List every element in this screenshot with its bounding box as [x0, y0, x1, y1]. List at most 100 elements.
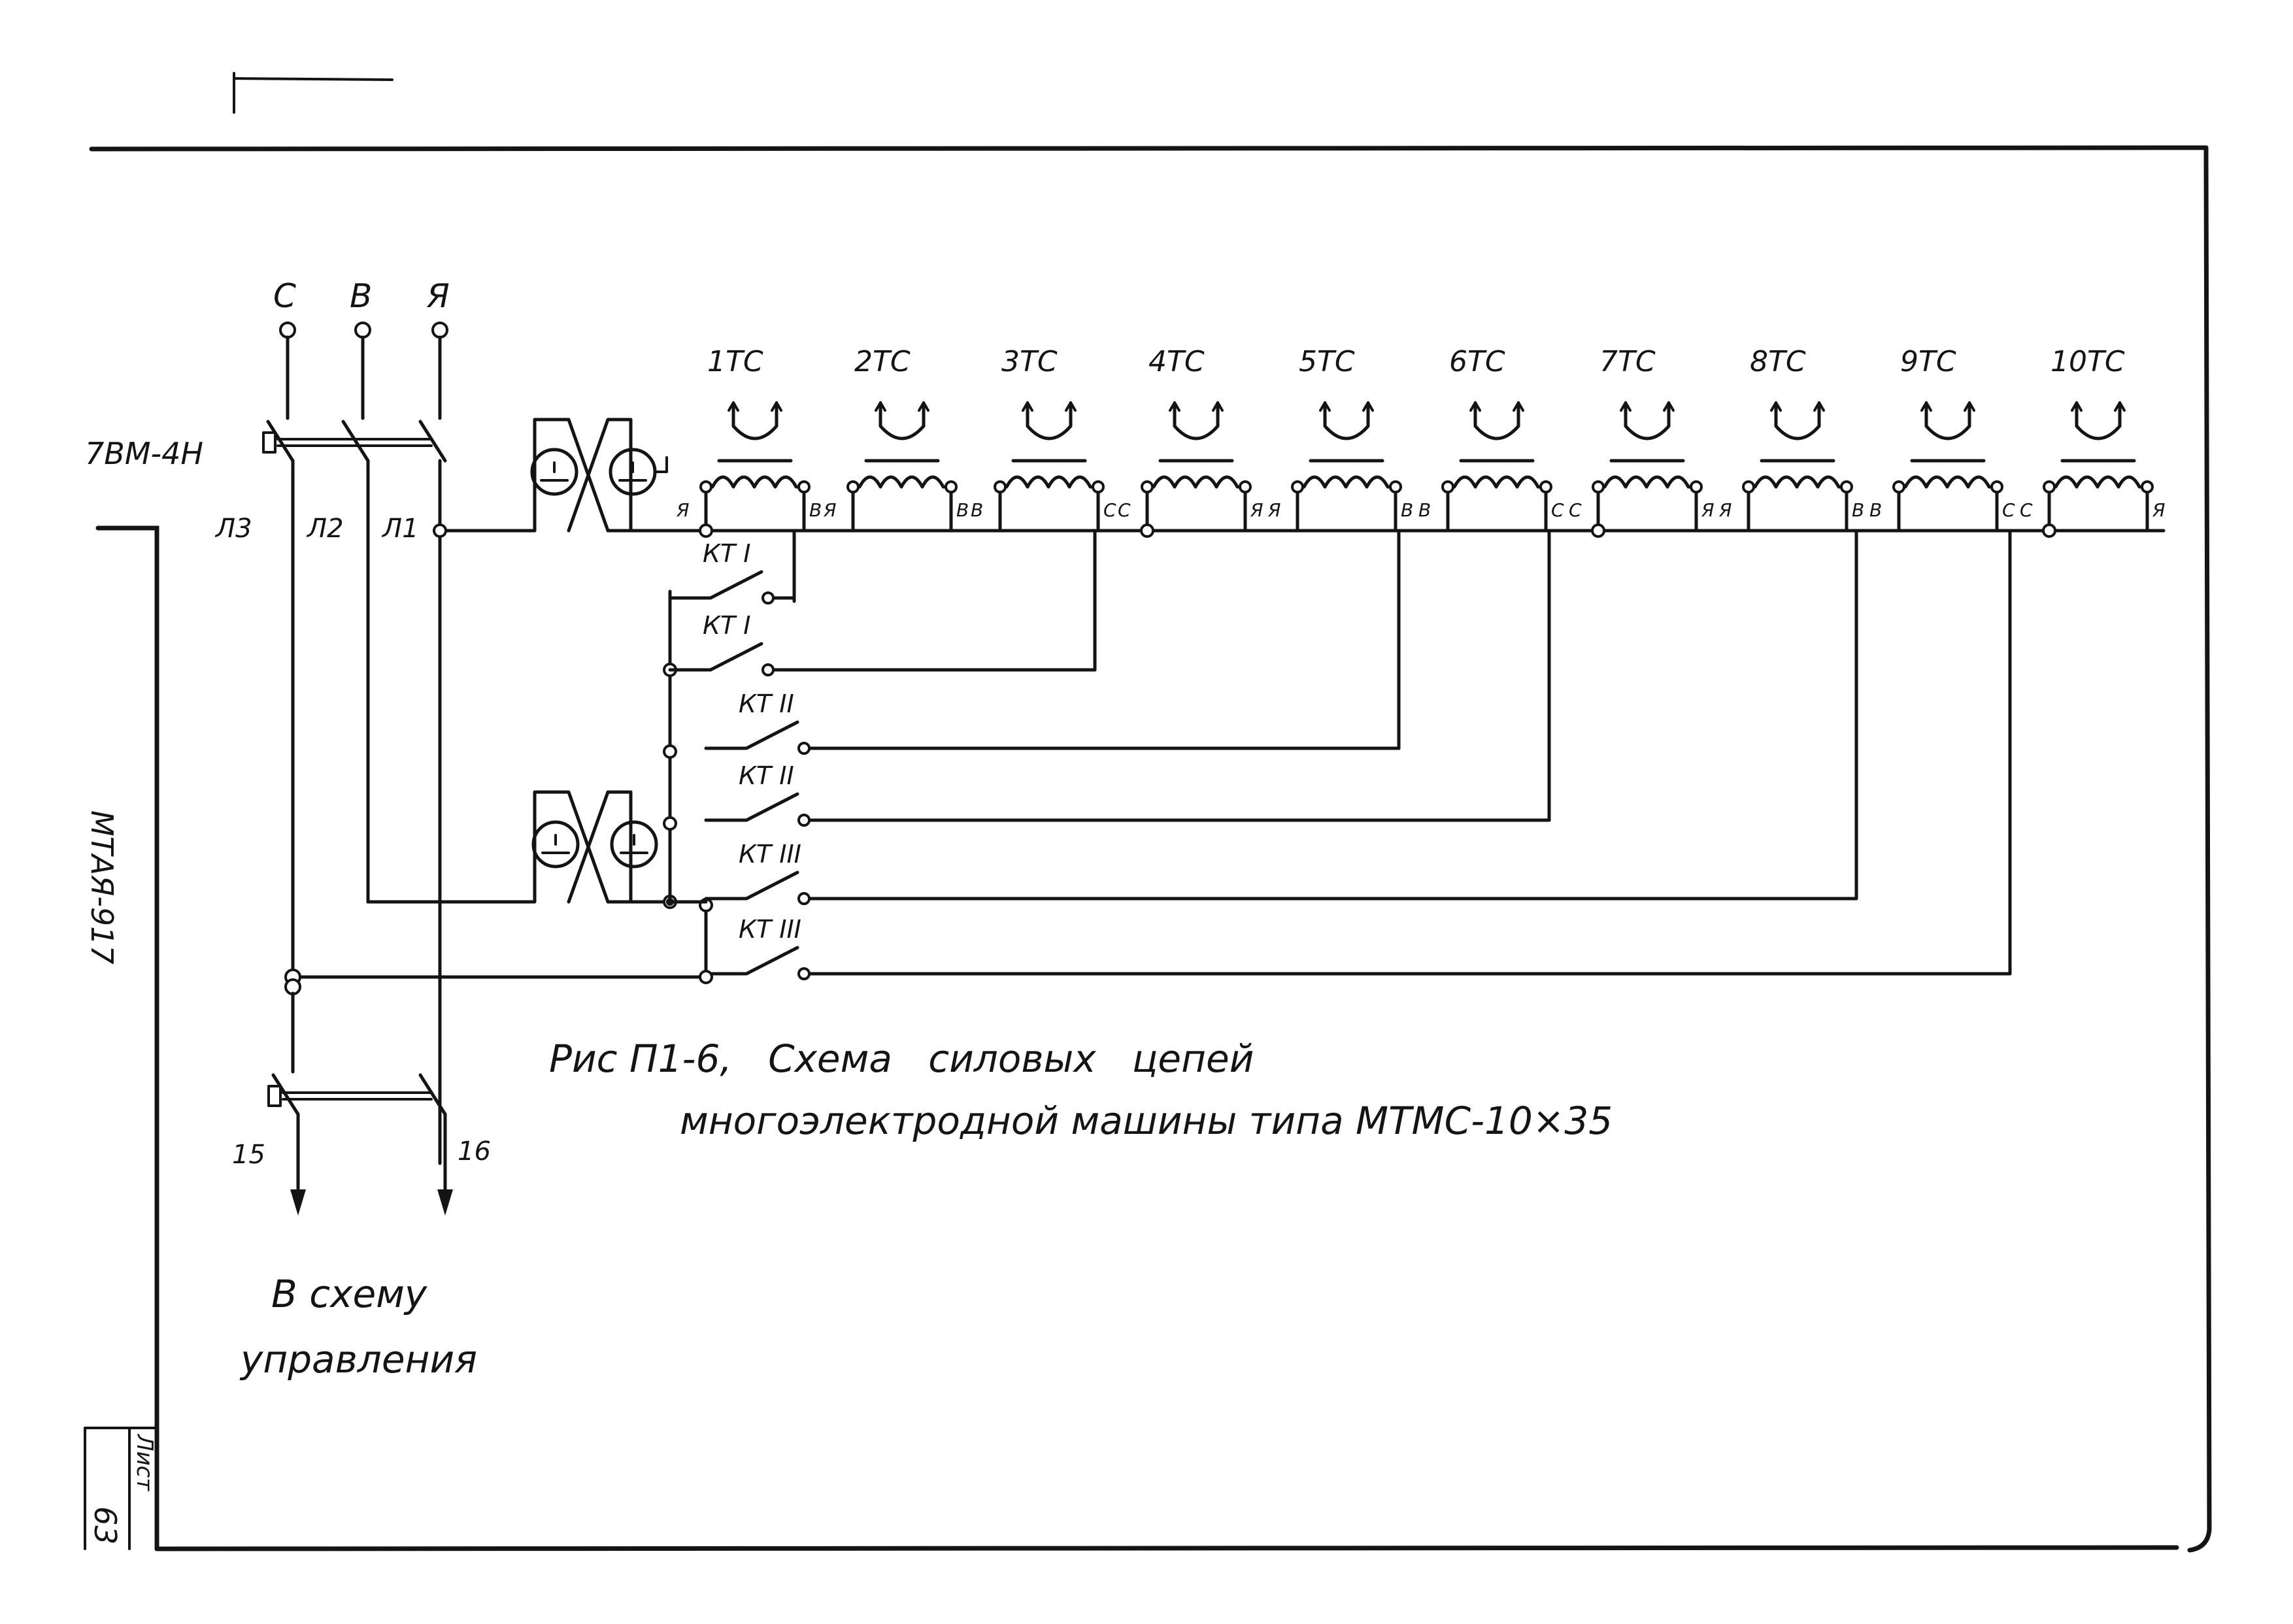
winding-icon	[704, 475, 806, 533]
terminal-label: В	[1852, 499, 1864, 521]
electrode-icon	[2075, 402, 2122, 440]
terminal-label: В	[809, 499, 822, 521]
transformer-label: 5ТС	[1299, 345, 1355, 378]
winding-icon	[998, 475, 1100, 533]
terminal-label: С	[2020, 499, 2033, 521]
terminal-label: С	[1551, 499, 1564, 521]
terminal-label: В	[956, 499, 969, 521]
contactor-3: КТ II	[704, 529, 1401, 755]
terminal-label: В	[1401, 499, 1413, 521]
title-block: МТАЯ-917 Лист 63	[84, 810, 158, 1545]
winding-icon	[851, 475, 953, 533]
winding-icon	[1145, 475, 1247, 533]
breaker-label: 7ВМ-4Н	[85, 436, 203, 471]
phase-terminals: С В Я	[273, 277, 450, 339]
winding-icon	[1296, 475, 1398, 533]
main-breaker: 7ВМ-4Н Л3 Л2 Л1	[85, 335, 447, 1165]
winding-icon	[1596, 475, 1698, 533]
ignitron-pair-upper	[530, 418, 668, 533]
output-label: 15	[232, 1140, 265, 1170]
output-label: 16	[458, 1136, 491, 1167]
line-label: Л2	[306, 514, 344, 544]
line-label: Л1	[381, 514, 419, 544]
contactor-1: КТ I	[668, 529, 796, 605]
transformer-8: 8ТС Я В	[1718, 345, 1864, 533]
winding-icon	[1897, 475, 1999, 533]
bottom-note-line-1: В схему	[271, 1272, 427, 1316]
sheet-label: Лист	[131, 1433, 158, 1491]
phase-label: С	[273, 277, 296, 315]
phase-label: В	[350, 277, 372, 315]
line-label: Л3	[214, 514, 252, 544]
terminal-label: Я	[1267, 499, 1280, 521]
transformer-7: 7ТС С Я	[1569, 345, 1714, 538]
terminal-label: Я	[1250, 499, 1263, 521]
contactor-label: КТ II	[739, 689, 794, 718]
ignitron-pair-lower	[366, 790, 677, 909]
transformer-9: 9ТС В С	[1869, 345, 2015, 533]
electrode-icon	[1473, 402, 1520, 440]
contactor-label: КТ I	[703, 539, 750, 568]
terminal-label: Я	[1701, 499, 1714, 521]
drawing-code: МТАЯ-917	[84, 810, 120, 965]
contact-icon	[745, 946, 799, 976]
transformer-label: 6ТС	[1449, 345, 1505, 378]
terminal-label: В	[1869, 499, 1882, 521]
transformer-label: 9ТС	[1900, 345, 1956, 378]
contactor-2: КТ I	[668, 529, 1097, 676]
sheet-number: 63	[88, 1506, 123, 1545]
terminal-label: С	[1103, 499, 1116, 521]
transformer-label: 8ТС	[1750, 345, 1806, 378]
terminal-label: В	[971, 499, 983, 521]
contactor-5: КТ III	[704, 529, 1858, 905]
electrode-icon	[879, 402, 926, 440]
caption-line-1: Рис П1-6, Схема силовых цепей	[549, 1036, 1254, 1081]
contactor-label: КТ I	[703, 611, 750, 640]
electrode-icon	[1026, 402, 1073, 440]
transformer-3: 3ТС В С	[971, 345, 1116, 533]
bottom-note-line-2: управления	[239, 1337, 477, 1382]
contact-icon	[745, 720, 799, 750]
transformer-label: 2ТС	[854, 345, 911, 378]
terminal-label: С	[2002, 499, 2015, 521]
phase-label: Я	[426, 277, 450, 315]
transformer-label: 3ТС	[1001, 345, 1058, 378]
terminal-label: С	[1569, 499, 1582, 521]
drawing-frame	[84, 72, 2212, 1553]
terminal-label: Я	[676, 499, 689, 521]
contactor-section	[663, 589, 713, 976]
contact-icon	[709, 570, 763, 600]
transformer-label: 10ТС	[2050, 345, 2125, 378]
contact-icon	[745, 792, 799, 822]
contactor-4: КТ II	[704, 529, 1551, 827]
terminal-label: Я	[2152, 499, 2165, 521]
contactor-label: КТ III	[739, 840, 801, 869]
contactor-label: КТ III	[739, 915, 801, 944]
transformer-label: 7ТС	[1599, 345, 1656, 378]
terminal-label: С	[1118, 499, 1131, 521]
transformer-5: 5ТС Я В	[1267, 345, 1413, 533]
winding-icon	[2047, 475, 2149, 533]
transformer-10: 10ТС С Я	[2020, 345, 2165, 538]
electrode-icon	[1173, 402, 1220, 440]
transformer-label: 4ТС	[1148, 345, 1205, 378]
winding-icon	[1747, 475, 1849, 533]
electrode-icon	[1774, 402, 1821, 440]
terminal-label: Я	[823, 499, 836, 521]
contactor-group: КТ I КТ I КТ II КТ II КТ III КТ III	[668, 529, 2012, 980]
contactor-label: КТ II	[739, 761, 794, 790]
contactor-6: КТ III	[704, 529, 2012, 980]
winding-icon	[1446, 475, 1548, 533]
caption-line-2: многоэлектродной машины типа МТМС-10×35	[680, 1099, 1613, 1143]
electrode-icon	[1624, 402, 1671, 440]
transformer-2: 2ТС Я В	[823, 345, 969, 533]
electrode-icon	[731, 402, 778, 440]
contact-icon	[709, 642, 763, 672]
terminal-label: В	[1418, 499, 1431, 521]
contact-icon	[745, 870, 799, 901]
terminal-label: Я	[1718, 499, 1732, 521]
